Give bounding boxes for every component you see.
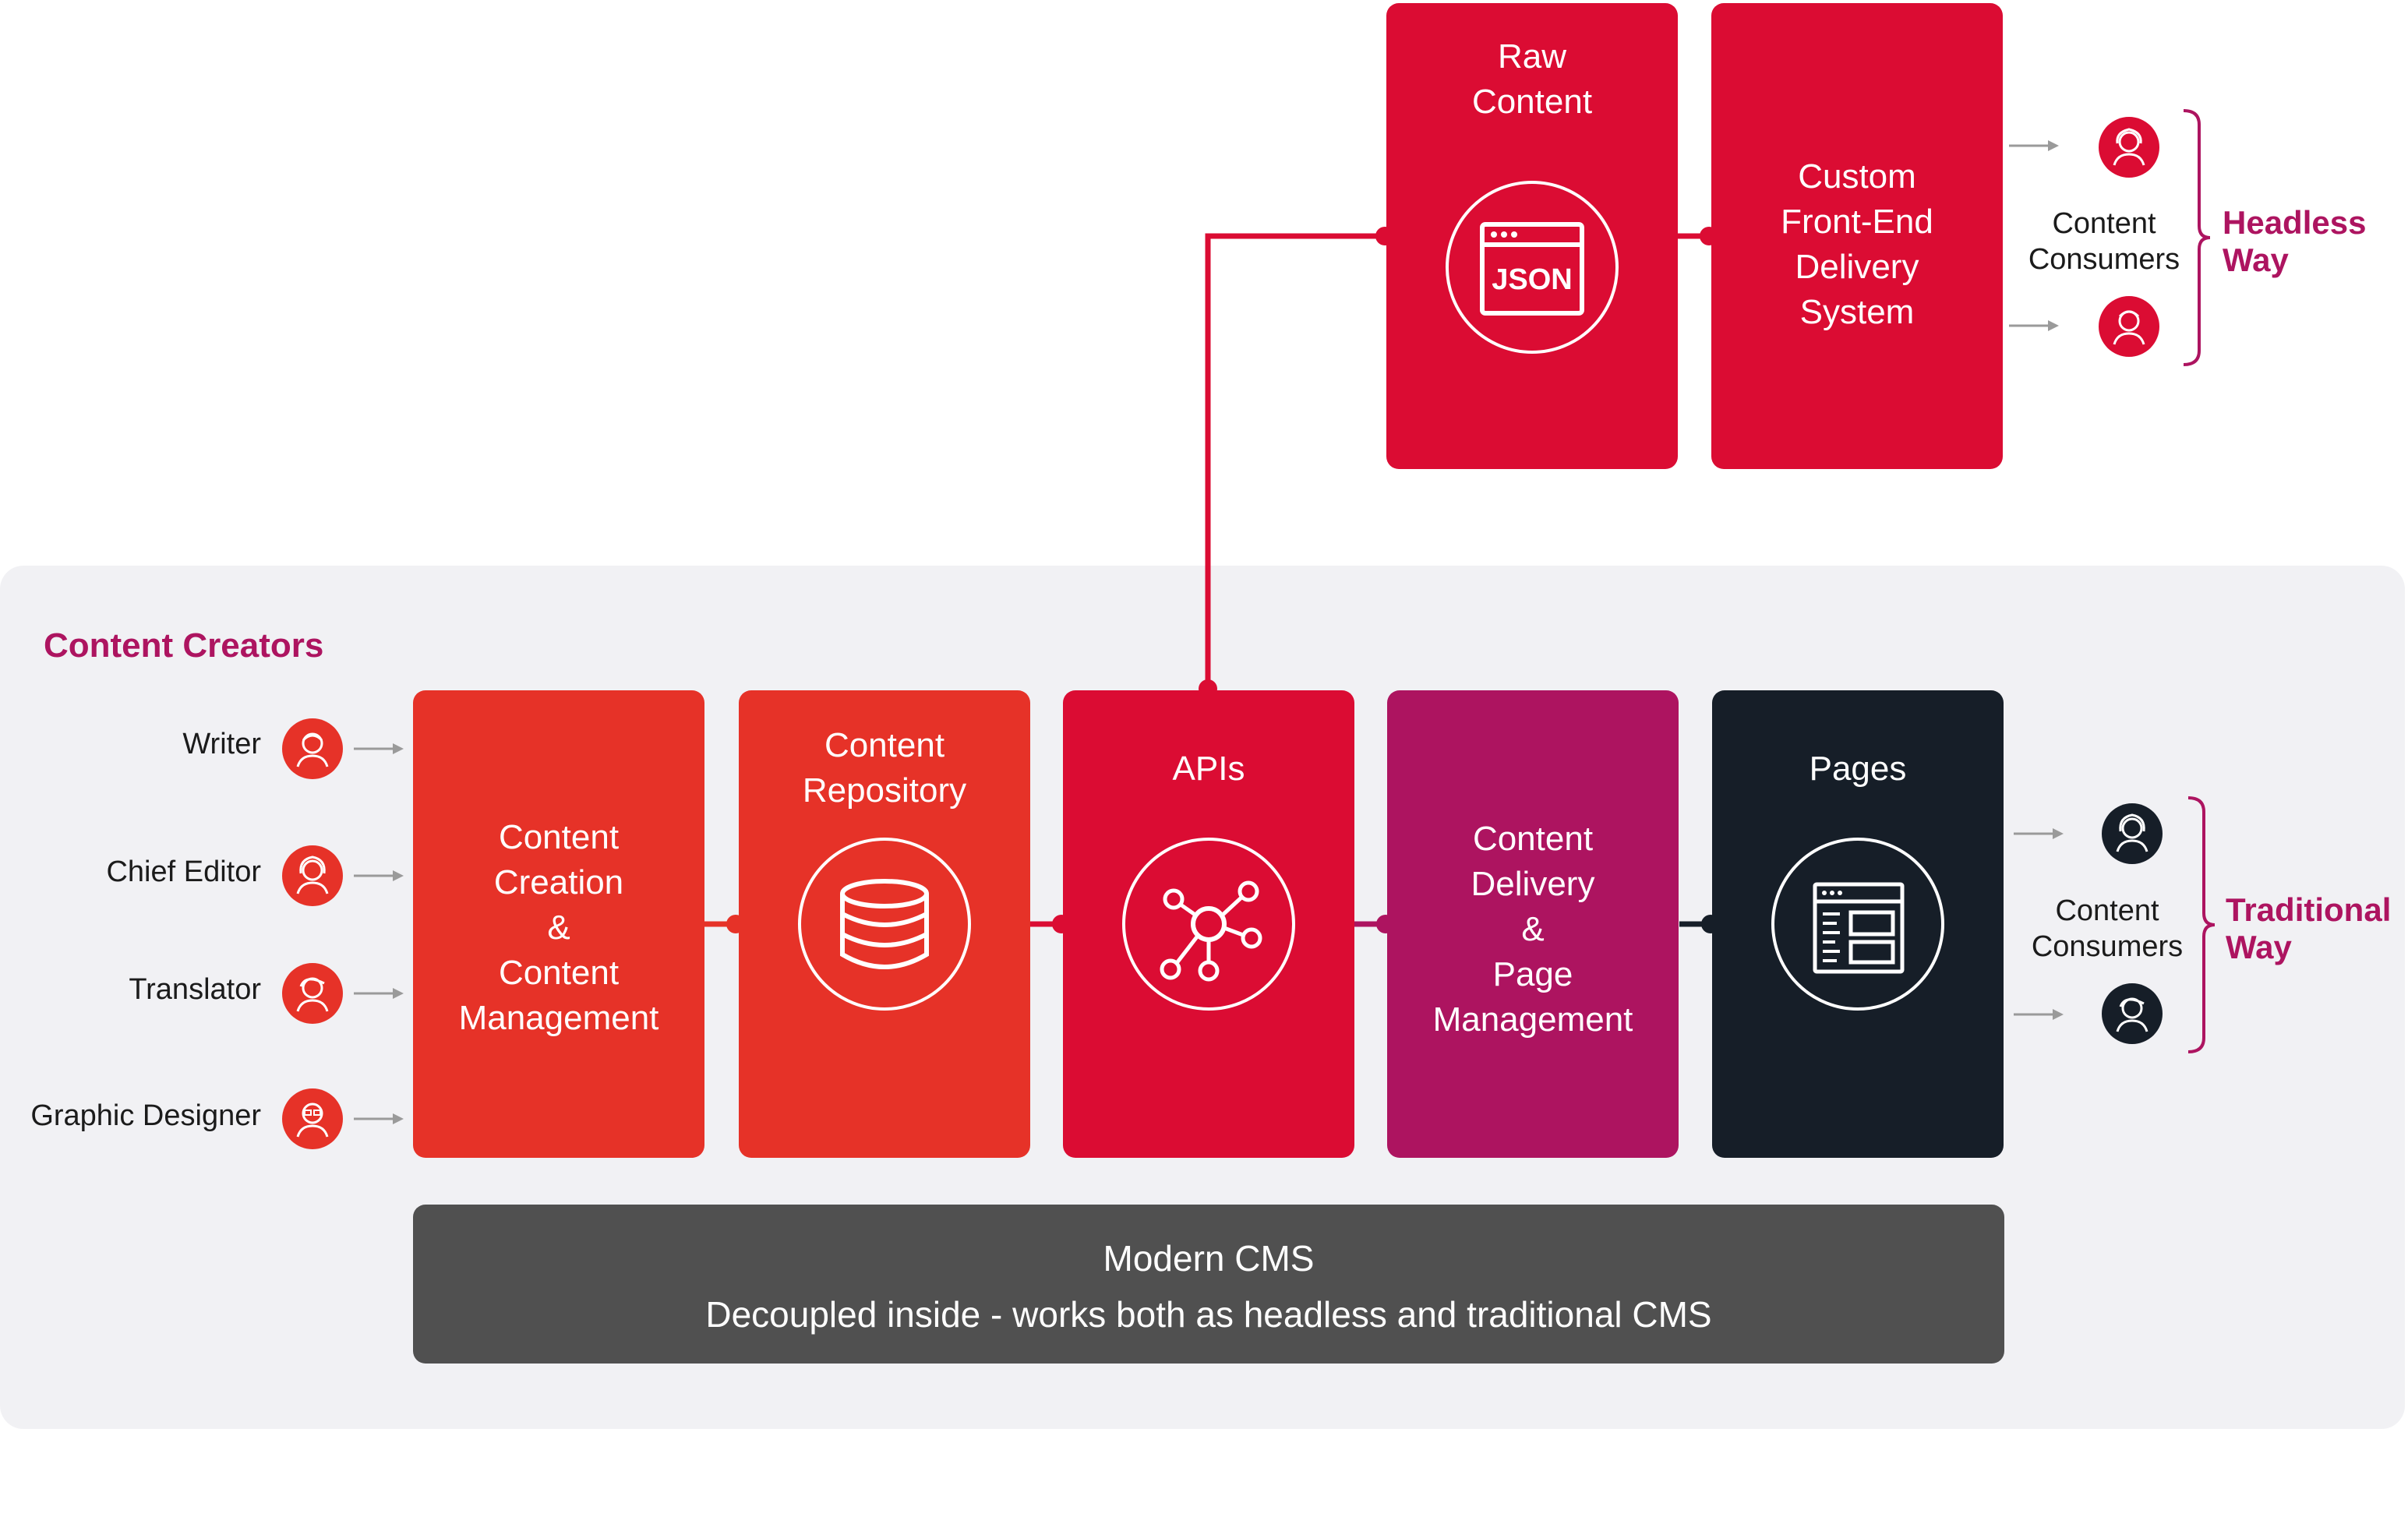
traditional-arrow-1 [2014,828,2064,839]
network-circle [1122,838,1295,1011]
modern-cms-bar: Modern CMS Decoupled inside - works both… [413,1205,2004,1364]
headless-way-label: Headless Way [2223,204,2367,278]
apis-box: APIs [1063,690,1354,1158]
headless-consumer-male-icon [2099,296,2159,357]
svg-text:JSON: JSON [1492,263,1572,296]
traditional-consumer-female-icon [2102,803,2163,864]
json-circle: JSON [1446,181,1619,354]
traditional-arrow-2 [2014,1009,2064,1020]
creator-label-chief-editor: Chief Editor [106,856,261,888]
headless-consumers-label: Content Consumers [2028,207,2180,276]
raw-content-box: Raw Content JSON [1386,3,1678,469]
json-icon: JSON [1480,222,1584,316]
traditional-bracket [2187,796,2216,1053]
chief-editor-icon [282,845,343,906]
traditional-way-label: Traditional Way [2226,891,2392,965]
headless-bracket [2183,109,2211,366]
pages-box: Pages [1712,690,2004,1158]
translator-arrow [354,988,404,999]
database-circle [798,838,971,1011]
content-creation-box: Content Creation & Content Management [413,690,704,1158]
content-repository-label: Content Repository [802,726,967,810]
traditional-consumers-label: Content Consumers [2031,894,2184,963]
content-delivery-label: Content Delivery & Page Management [1432,820,1633,1039]
content-repository-box: Content Repository [739,690,1030,1158]
content-delivery-box: Content Delivery & Page Management [1387,690,1679,1158]
modern-cms-subtitle: Decoupled inside - works both as headles… [705,1294,1712,1335]
writer-icon [282,718,343,779]
headless-arrow-2 [2009,320,2059,331]
pages-circle [1771,838,1944,1011]
content-creators-heading: Content Creators [44,626,324,665]
chief-editor-arrow [354,870,404,881]
pages-label: Pages [1809,750,1907,788]
raw-content-label: Raw Content [1471,37,1593,121]
headless-arrow-1 [2009,140,2059,151]
creator-label-translator: Translator [129,973,261,1006]
translator-icon [282,963,343,1024]
writer-arrow [354,743,404,754]
creator-label-writer: Writer [182,728,261,760]
traditional-consumer-male-icon [2102,983,2163,1044]
apis-label: APIs [1172,750,1245,788]
graphic-designer-arrow [354,1113,404,1124]
custom-frontend-box: Custom Front-End Delivery System [1711,3,2003,469]
database-icon [840,879,929,969]
webpage-layout-icon [1813,882,1905,974]
creator-label-graphic-designer: Graphic Designer [30,1099,261,1132]
network-icon [1160,880,1262,982]
headless-consumer-female-icon [2099,117,2159,178]
content-creation-label: Content Creation & Content Management [458,818,659,1037]
modern-cms-title: Modern CMS [1103,1238,1315,1279]
graphic-designer-icon [282,1088,343,1149]
custom-frontend-label: Custom Front-End Delivery System [1781,157,1933,331]
